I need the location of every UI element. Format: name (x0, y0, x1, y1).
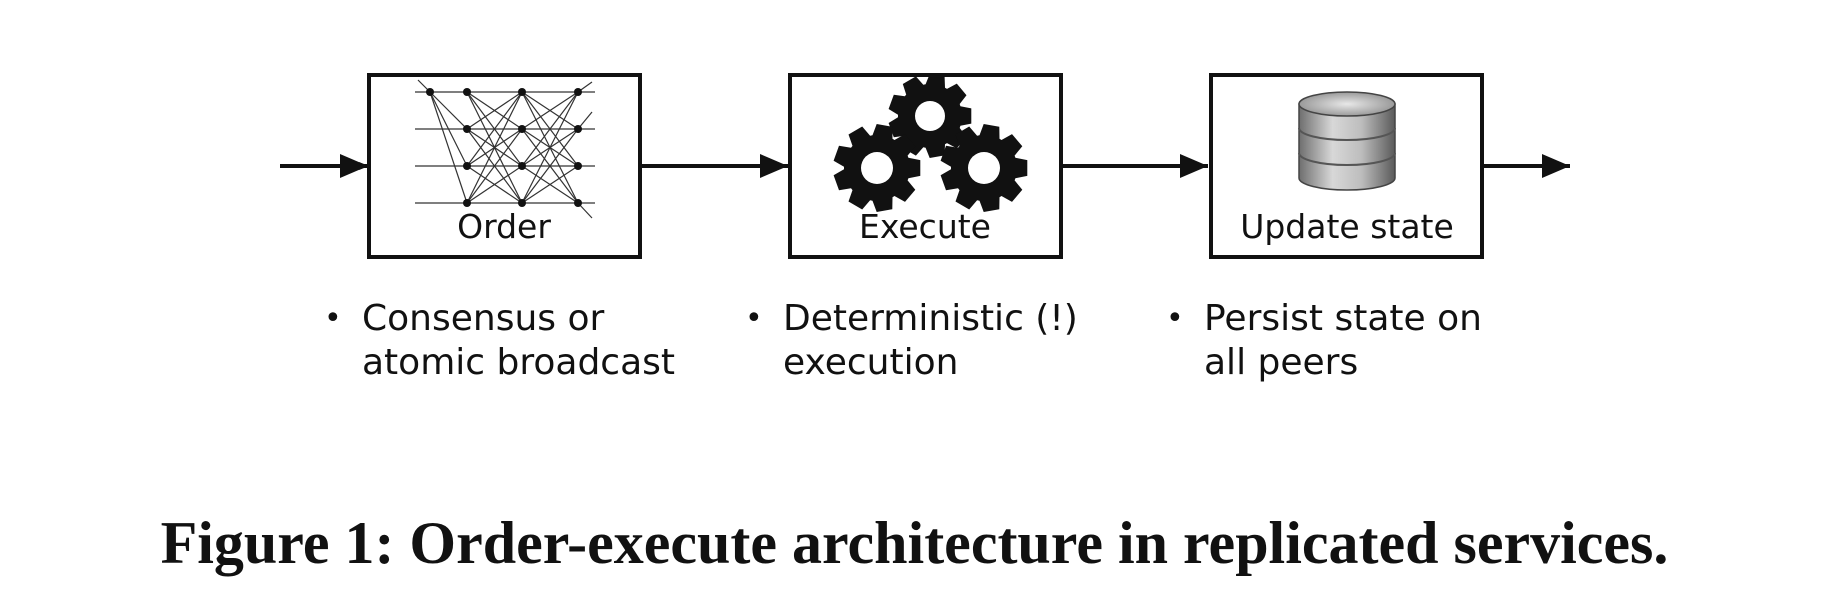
gears-icon (833, 74, 1028, 212)
execute-to-update-arrowhead (1180, 154, 1208, 178)
database-icon (1298, 91, 1396, 191)
gear-hole (915, 101, 945, 131)
execute-bullet-line-1: Deterministic (!) (783, 298, 1078, 339)
execute-bullet-line-2: execution (783, 342, 959, 383)
update-state-label: Update state (1240, 207, 1454, 246)
gear-hole (861, 152, 893, 184)
order-label: Order (457, 207, 551, 246)
input-arrowhead (340, 154, 368, 178)
bullet-icon: • (745, 301, 763, 336)
execute-label: Execute (859, 207, 991, 246)
order-bullet-line-1: Consensus or (362, 298, 605, 339)
network-nodes (426, 88, 582, 207)
output-arrowhead (1542, 154, 1570, 178)
update-state-stage: Update state (1209, 73, 1484, 259)
gear-hole (968, 152, 1000, 184)
figure-caption: Figure 1: Order-execute architecture in … (160, 510, 1669, 576)
flow-arrows (280, 154, 1570, 178)
execute-stage: Execute (788, 73, 1063, 259)
network-icon (415, 79, 595, 219)
order-stage: Order (367, 73, 642, 259)
bullet-icon: • (324, 301, 342, 336)
order-bullet-line-2: atomic broadcast (362, 342, 676, 383)
update-state-bullet-line-2: all peers (1204, 342, 1359, 383)
bullet-icon: • (1166, 301, 1184, 336)
order-to-execute-arrowhead (760, 154, 788, 178)
update-state-bullet-line-1: Persist state on (1204, 298, 1482, 339)
